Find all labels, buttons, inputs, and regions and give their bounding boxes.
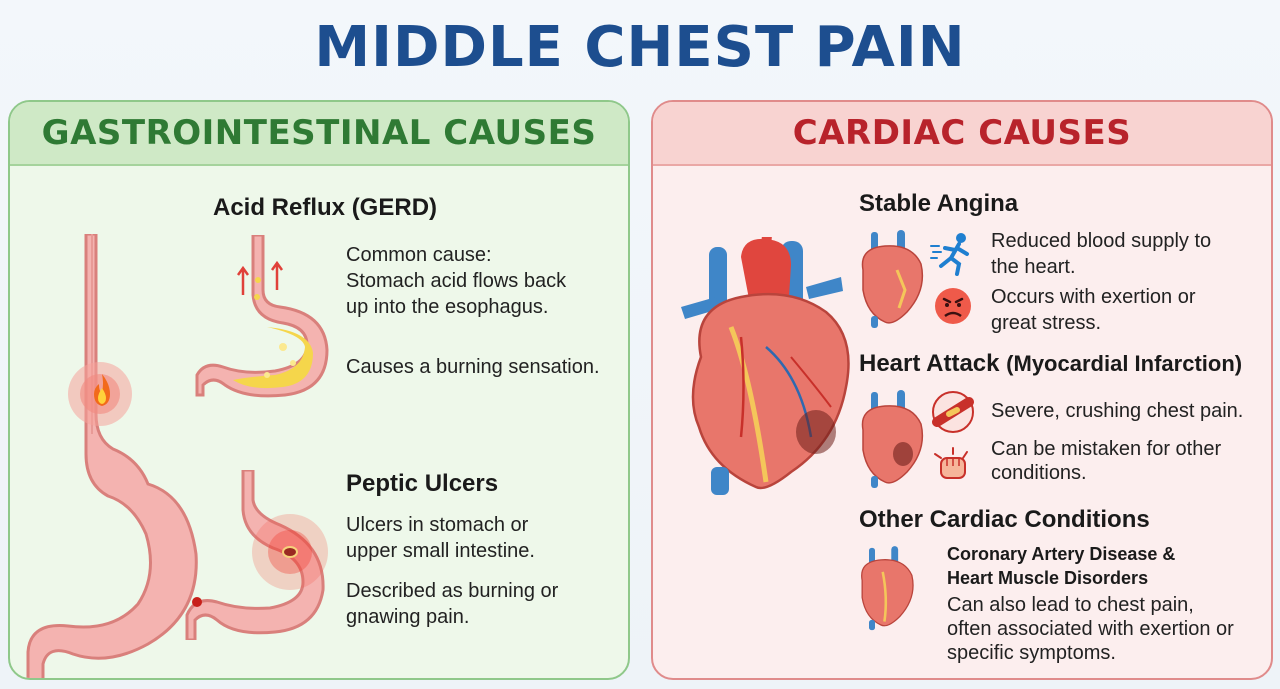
blocked-artery-icon <box>932 391 974 433</box>
heart-icon <box>681 237 850 495</box>
other-cardiac-text-1: Can also lead to chest pain, <box>947 594 1194 616</box>
ulcers-text-4: gnawing pain. <box>346 606 470 628</box>
attack-heart-icon <box>861 390 924 488</box>
running-person-icon <box>930 233 969 276</box>
angina-text-2: the heart. <box>991 256 1076 278</box>
ulcers-title: Peptic Ulcers <box>346 470 499 497</box>
angina-text-3: Occurs with exertion or <box>991 286 1196 308</box>
page-title: MIDDLE CHEST PAIN <box>314 15 966 80</box>
fire-icon <box>94 374 110 406</box>
ulcers-text-2: upper small intestine. <box>346 540 535 562</box>
heart-attack-title-paren: (Myocardial Infarction) <box>1006 351 1243 376</box>
ulcers-text-3: Described as burning or <box>346 580 559 602</box>
heart-attack-title: Heart Attack (Myocardial Infarction) <box>859 350 1242 378</box>
attack-text-3: conditions. <box>991 462 1087 484</box>
esophagus-stomach-icon <box>26 234 198 678</box>
clenched-fist-icon <box>934 447 968 479</box>
gastrointestinal-panel: GASTROINTESTINAL CAUSES Acid Reflux (GER… <box>8 100 630 680</box>
cardiac-panel: CARDIAC CAUSES Stable Angina Reduc <box>651 100 1273 680</box>
other-cardiac-text-3: specific symptoms. <box>947 642 1116 664</box>
other-cardiac-sub-1: Coronary Artery Disease & <box>947 544 1176 564</box>
gi-panel-heading: GASTROINTESTINAL CAUSES <box>10 102 628 166</box>
cardiac-panel-heading: CARDIAC CAUSES <box>653 102 1271 166</box>
ulcers-text-1: Ulcers in stomach or <box>346 514 529 536</box>
ulcer-stomach-icon <box>185 470 328 640</box>
gerd-text-2: Stomach acid flows back <box>346 270 567 292</box>
other-cardiac-text-2: often associated with exertion or <box>947 618 1234 640</box>
angina-heart-icon <box>861 230 924 328</box>
angina-text-4: great stress. <box>991 312 1102 334</box>
gerd-text-1: Common cause: <box>346 244 492 266</box>
attack-text-1: Severe, crushing chest pain. <box>991 400 1244 422</box>
angina-text-1: Reduced blood supply to <box>991 230 1212 252</box>
other-cardiac-sub-2: Heart Muscle Disorders <box>947 568 1149 588</box>
gerd-title: Acid Reflux (GERD) <box>213 194 438 221</box>
gerd-text-4: Causes a burning sensation. <box>346 356 600 378</box>
gerd-text-3: up into the esophagus. <box>346 296 549 318</box>
other-heart-icon <box>861 546 914 631</box>
heart-attack-title-main: Heart Attack <box>859 350 1000 377</box>
stressed-face-icon <box>935 288 971 324</box>
angina-title: Stable Angina <box>859 190 1019 217</box>
reflux-stomach-icon <box>195 235 329 398</box>
other-cardiac-title: Other Cardiac Conditions <box>859 506 1150 533</box>
attack-text-2: Can be mistaken for other <box>991 438 1222 460</box>
